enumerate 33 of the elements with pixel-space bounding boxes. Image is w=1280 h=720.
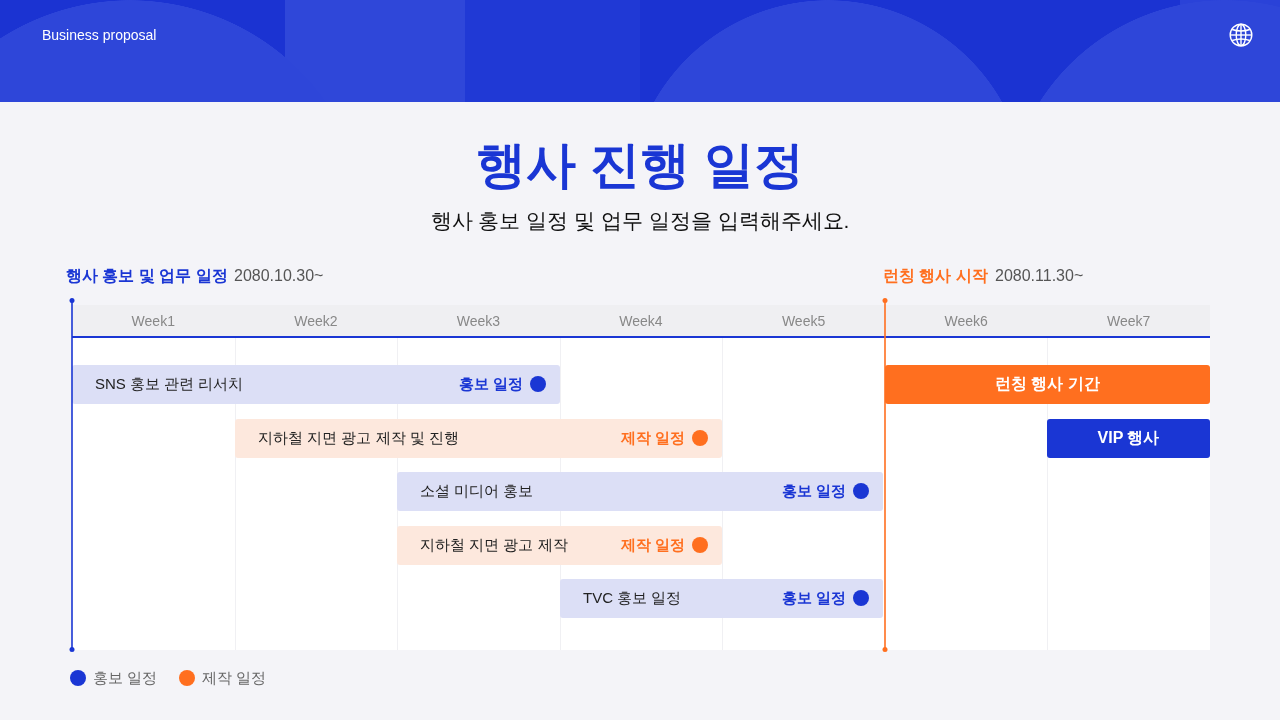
week-label: Week4 [619, 312, 663, 330]
subtitle: 행사 홍보 일정 및 업무 일정을 입력해주세요. [430, 208, 850, 234]
page-title: 행사 진행 일정 [476, 136, 804, 194]
date-label: 2080.11.30~ [995, 266, 1084, 286]
task-bar [235, 419, 722, 458]
week-label: Week1 [131, 312, 175, 330]
header-text: Business proposal [42, 27, 157, 43]
event-bar: VIP 행사 [1047, 419, 1210, 458]
week-label: Week3 [456, 312, 501, 330]
week-label: Week2 [294, 312, 338, 330]
week-label: Week5 [781, 312, 826, 330]
category-tag: 홍보 일정 [781, 588, 846, 608]
task-label: TVC 홍보 일정 [583, 588, 682, 608]
week-label: Week6 [944, 312, 988, 330]
event-bar: 런칭 행사 기간 [885, 365, 1210, 404]
legend-label: 홍보 일정 [93, 668, 158, 688]
category-tag: 홍보 일정 [781, 481, 846, 501]
category-tag: 제작 일정 [620, 535, 685, 555]
date-label: 2080.10.30~ [234, 266, 324, 286]
week-label: Week7 [1107, 312, 1151, 330]
task-label: SNS 홍보 관련 리서치 [95, 374, 244, 394]
task-label: 지하철 지면 광고 제작 및 진행 [258, 428, 459, 448]
task-bar [560, 579, 883, 618]
milestone-label: 행사 홍보 및 업무 일정 [66, 266, 228, 286]
category-tag: 홍보 일정 [458, 374, 523, 394]
category-tag: 제작 일정 [620, 428, 685, 448]
task-bar [72, 365, 560, 404]
legend-label: 제작 일정 [202, 668, 267, 688]
task-label: 지하철 지면 광고 제작 [420, 535, 568, 555]
task-bar [397, 526, 722, 565]
task-label: 소셜 미디어 홍보 [420, 481, 534, 501]
task-bar [397, 472, 883, 511]
milestone-label: 런칭 행사 시작 [883, 266, 988, 286]
